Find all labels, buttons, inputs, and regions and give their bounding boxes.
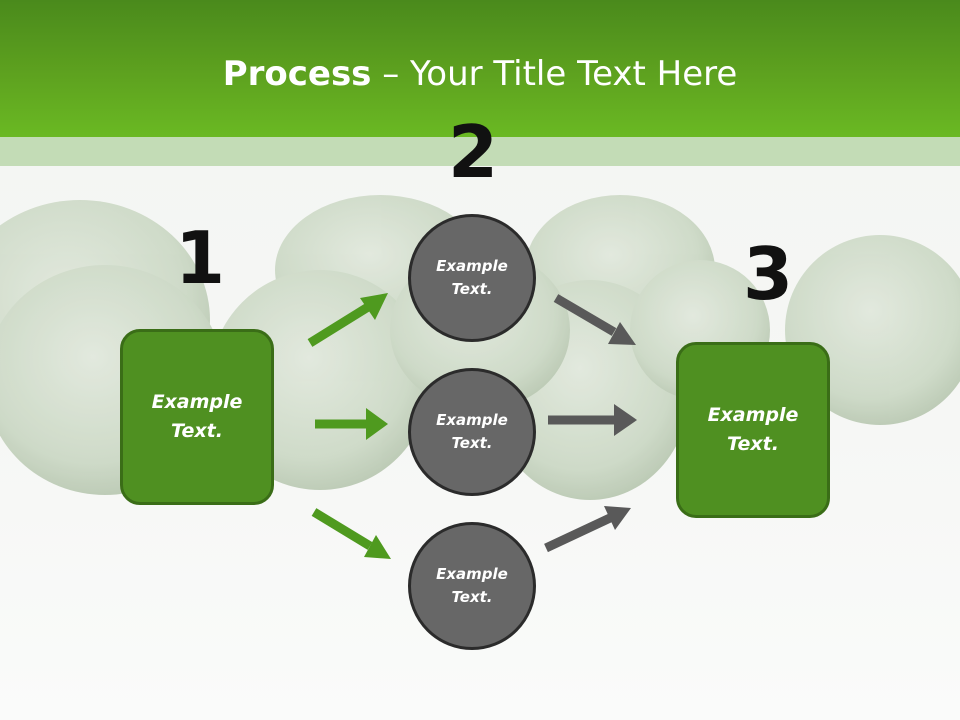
circle-middle: Example Text. <box>408 368 536 496</box>
slide-title: Process – Your Title Text Here <box>0 52 960 96</box>
arrow-green-down <box>311 508 391 559</box>
header-band <box>0 137 960 166</box>
step-3-text: Example Text. <box>707 404 799 455</box>
header-bar: Process – Your Title Text Here <box>0 0 960 137</box>
step-number-2: 2 <box>447 110 499 194</box>
circle-bottom-text: Example Text. <box>436 565 508 606</box>
step-1-text: Example Text. <box>151 391 243 442</box>
title-bold: Process <box>222 54 372 94</box>
circle-top-text: Example Text. <box>436 257 508 298</box>
circle-middle-text: Example Text. <box>436 411 508 452</box>
arrow-gray-down <box>553 294 636 345</box>
arrow-green-right <box>315 408 388 440</box>
step-number-1: 1 <box>174 216 226 300</box>
arrow-gray-up <box>544 506 631 553</box>
circle-top: Example Text. <box>408 214 536 342</box>
circle-bottom: Example Text. <box>408 522 536 650</box>
arrow-green-up <box>307 293 388 347</box>
title-rest: – Your Title Text Here <box>371 54 738 94</box>
step-3-box: Example Text. <box>676 342 830 518</box>
step-1-box: Example Text. <box>120 329 274 505</box>
step-number-3: 3 <box>742 232 794 316</box>
arrow-gray-right <box>548 404 637 436</box>
